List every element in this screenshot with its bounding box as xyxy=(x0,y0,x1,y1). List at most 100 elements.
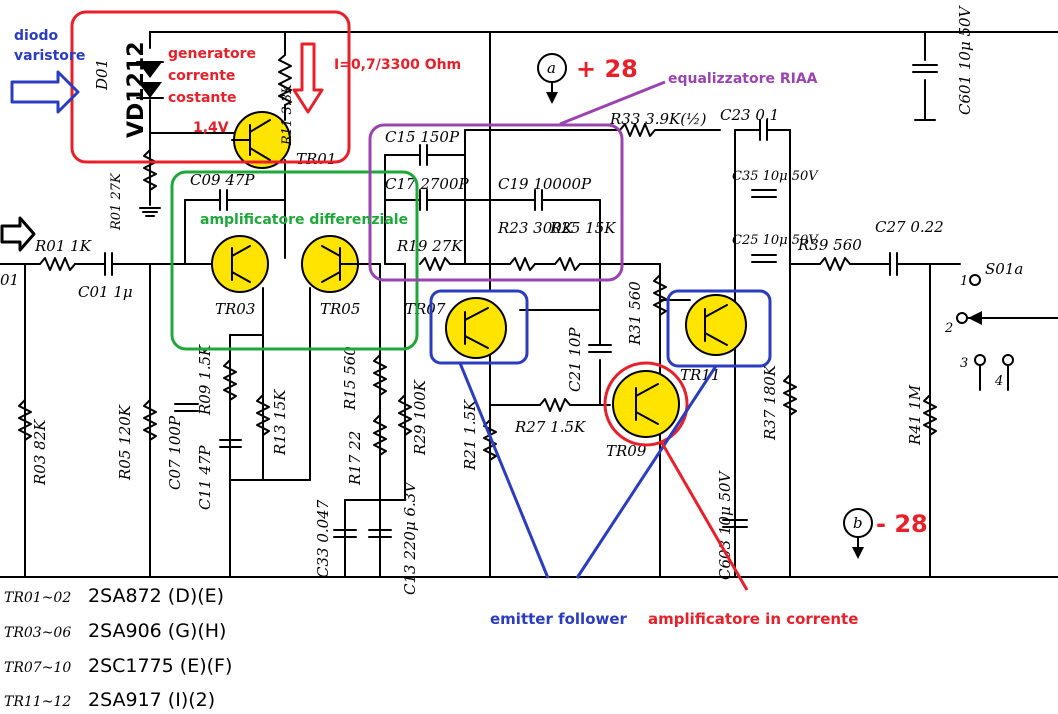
tr09-current-amp-ring xyxy=(603,361,689,447)
meter-b-label: b xyxy=(853,514,863,532)
r13-resistor xyxy=(256,394,270,436)
r09-label: R09 1.5K xyxy=(196,344,214,416)
meter-a xyxy=(537,53,567,104)
c15-label: C15 150P xyxy=(385,128,460,146)
r11-resistor xyxy=(278,54,292,106)
c13-label: C13 220μ 6.3V xyxy=(401,480,419,595)
left-cut-label: 01 xyxy=(0,271,19,289)
voltage-label: 1,4V xyxy=(193,120,229,136)
tr09-label: TR09 xyxy=(606,442,647,460)
tr07-transistor xyxy=(445,297,507,359)
r37-resistor xyxy=(783,374,797,416)
c601-capacitor xyxy=(912,64,938,121)
tr05-label: TR05 xyxy=(320,300,360,318)
r29-label: R29 100K xyxy=(411,379,429,456)
r21-label: R21 1.5K xyxy=(461,399,479,471)
c603-capacitor xyxy=(722,519,748,528)
c01-label: C01 1μ xyxy=(78,283,133,301)
r03-label: R03 82K xyxy=(31,419,49,486)
c33-label: C33 0.047 xyxy=(314,499,332,578)
input-arrow xyxy=(0,216,36,252)
r01b-resistor xyxy=(139,149,161,217)
r15-label: R15 560 xyxy=(341,346,359,411)
c17-label: C17 2700P xyxy=(385,175,470,193)
plus28-label: + 28 xyxy=(576,55,638,83)
tr09-symbol xyxy=(635,383,659,425)
follower-pointer-right xyxy=(575,365,718,579)
d01-diode xyxy=(136,61,164,99)
diodo-label: diodo xyxy=(14,28,58,44)
tr07-label: TR07 xyxy=(405,300,446,318)
tr11-transistor xyxy=(685,294,747,356)
differential-label: amplificatore differenziale xyxy=(200,212,408,228)
r27-label: R27 1.5K xyxy=(514,418,586,436)
r23-label: R23 300K xyxy=(497,219,574,237)
c11-label: C11 47P xyxy=(196,445,214,510)
c35-label: C35 10μ 50V xyxy=(732,169,819,184)
switch-pos-1: 1 xyxy=(960,274,968,289)
c25-label: C25 10μ 50V xyxy=(732,233,819,248)
r19-label: R19 27K xyxy=(396,237,463,255)
meter-a-label: a xyxy=(547,59,556,77)
tr11-follower-box xyxy=(666,289,772,368)
tr09-transistor xyxy=(612,370,680,438)
c07-capacitor xyxy=(174,403,199,412)
current-source-box xyxy=(70,10,351,164)
parts-list: TR01~02 2SA872 (D)(E) TR03~06 2SA906 (G)… xyxy=(4,585,232,711)
r01b-label: R01 27K xyxy=(109,172,124,231)
minus28-label: - 28 xyxy=(876,510,928,538)
differential-box xyxy=(170,170,419,351)
r05-resistor xyxy=(143,399,157,441)
riaa-box xyxy=(368,123,624,282)
current-amp-label: amplificatore in corrente xyxy=(648,610,858,628)
c27-label: C27 0.22 xyxy=(875,218,944,236)
r17-label: R17 22 xyxy=(346,431,364,486)
tr07-follower-box xyxy=(429,289,529,365)
corrente-label: corrente xyxy=(168,68,235,84)
parts-type-4: 2SA917 (I)(2) xyxy=(88,689,215,711)
riaa-label: equalizzatore RIAA xyxy=(668,71,818,87)
r31-label: R31 560 xyxy=(626,281,644,346)
emitter-follower-label: emitter follower xyxy=(490,610,628,628)
r03-resistor xyxy=(18,399,32,441)
parts-ref-3: TR07~10 xyxy=(4,660,71,676)
r09-resistor xyxy=(223,359,237,401)
varistore-label: varistore xyxy=(14,48,85,64)
c21-capacitor xyxy=(588,344,612,353)
parts-ref-4: TR11~12 xyxy=(4,694,71,710)
r41-resistor xyxy=(923,394,937,436)
generatore-label: generatore xyxy=(168,46,256,62)
c601-label: C601 10μ 50V xyxy=(956,4,974,115)
r13-label: R13 15K xyxy=(271,389,289,456)
c33-capacitor xyxy=(333,529,357,538)
c23-capacitor xyxy=(759,119,791,141)
vd1212-label: VD1212 xyxy=(124,41,149,138)
tr07-symbol xyxy=(464,307,489,349)
tr05-symbol xyxy=(321,245,381,283)
c35-capacitor xyxy=(751,189,777,198)
tr01-label: TR01 xyxy=(296,150,336,168)
r37-label: R37 180K xyxy=(761,364,779,441)
tr11-label: TR11 xyxy=(680,366,720,384)
c603-label: C603 10μ 50V xyxy=(716,469,734,580)
r15-resistor xyxy=(373,354,387,396)
r29-resistor xyxy=(398,394,412,436)
d01-label: D01 xyxy=(93,59,111,91)
c21-label: C21 10P xyxy=(566,327,584,392)
riaa-pointer xyxy=(559,80,666,126)
tr03-symbol xyxy=(231,245,251,283)
c07-label: C07 100P xyxy=(166,415,184,490)
r17-resistor xyxy=(373,414,387,456)
tr03-transistor xyxy=(211,235,269,293)
c19-label: C19 10000P xyxy=(498,175,592,193)
current-direction-arrow xyxy=(292,42,324,114)
parts-ref-2: TR03~06 xyxy=(4,625,71,641)
current-formula-label: I=0,7/3300 Ohm xyxy=(334,57,461,73)
s01a-switch xyxy=(956,274,1058,391)
c13-capacitor xyxy=(368,529,392,538)
r31-resistor xyxy=(653,274,667,316)
parts-type-1: 2SA872 (D)(E) xyxy=(88,585,224,607)
tr11-symbol xyxy=(704,304,728,346)
r01-label: R01 1K xyxy=(34,237,92,255)
